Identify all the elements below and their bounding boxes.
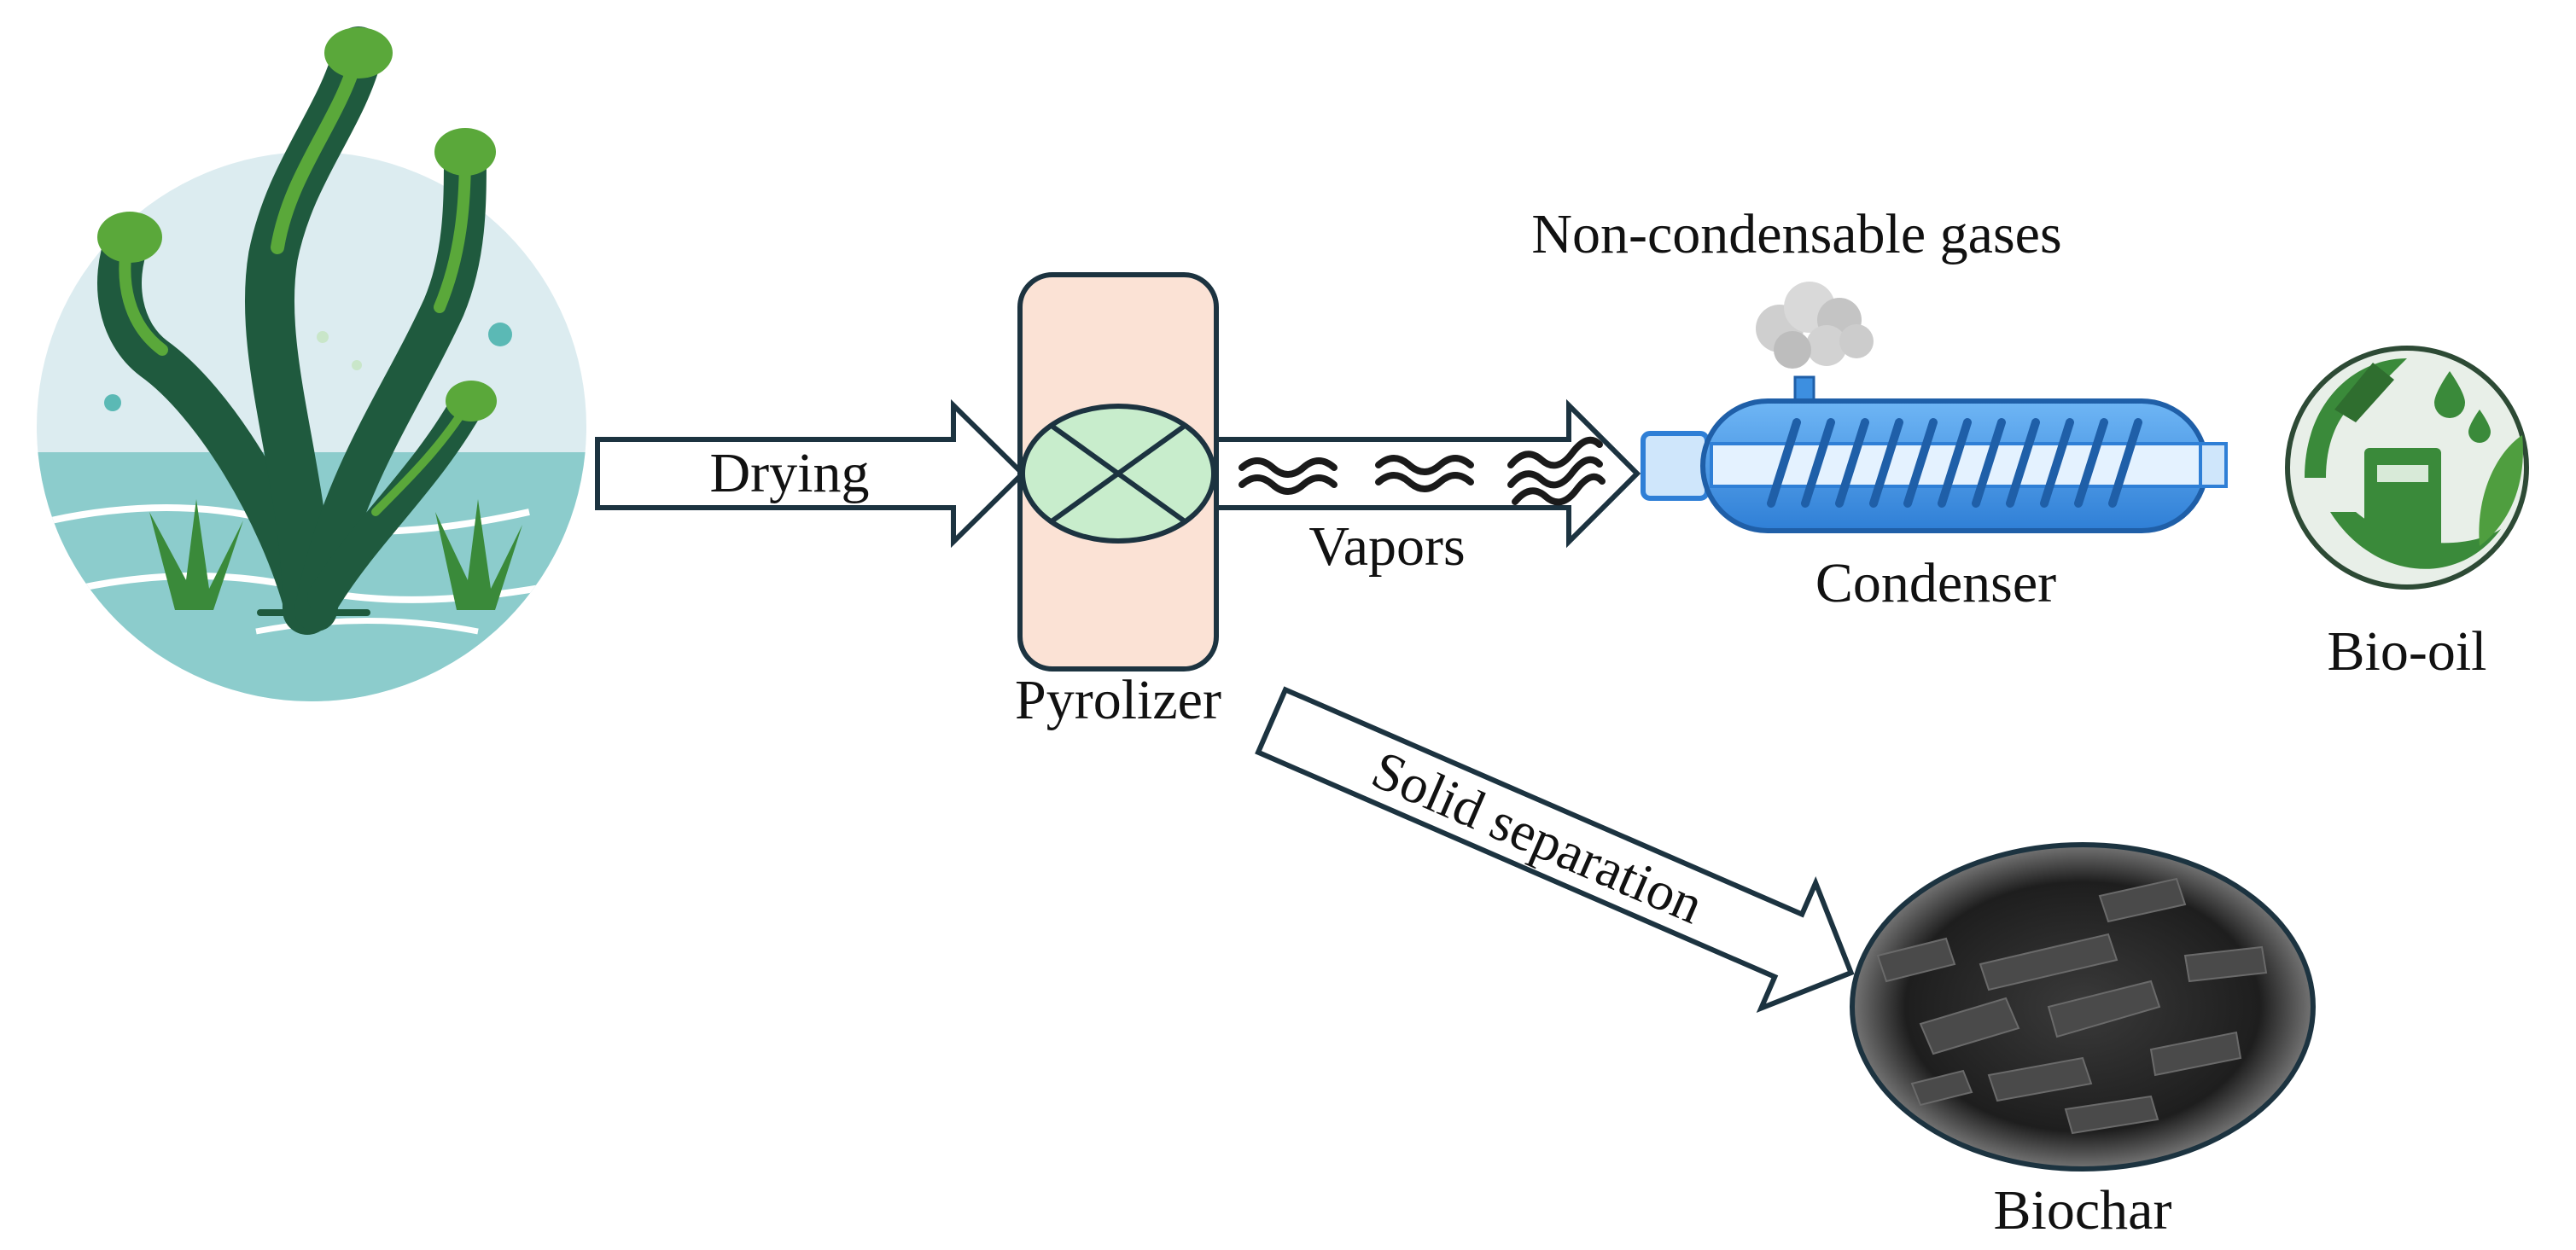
biochar-label: Biochar bbox=[1994, 1179, 2172, 1241]
smoke-icon bbox=[1756, 282, 1874, 369]
vapors-label: Vapors bbox=[1308, 515, 1465, 578]
drying-arrow: Drying bbox=[595, 398, 1027, 549]
pyrolizer: Pyrolizer bbox=[1015, 272, 1221, 731]
condenser-icon bbox=[1641, 375, 2228, 533]
solid-separation-arrow: Solid separation bbox=[1255, 686, 1855, 1013]
valve-icon bbox=[1020, 404, 1216, 544]
vapors-arrow: Vapors bbox=[1214, 398, 1641, 578]
solid-separation-label: Solid separation bbox=[1364, 739, 1712, 935]
vapor-waves-icon bbox=[1238, 436, 1606, 506]
biochar-image bbox=[1850, 842, 2316, 1172]
condenser-label: Condenser bbox=[1815, 552, 2056, 614]
fuel-pump-icon bbox=[2285, 346, 2529, 590]
pyrolizer-label: Pyrolizer bbox=[1015, 669, 1221, 731]
drying-label: Drying bbox=[710, 442, 870, 504]
seaweed-icon bbox=[37, 26, 586, 701]
non-condensable-gases-label: Non-condensable gases bbox=[1531, 203, 2061, 265]
bio-oil-label: Bio-oil bbox=[2327, 620, 2486, 683]
